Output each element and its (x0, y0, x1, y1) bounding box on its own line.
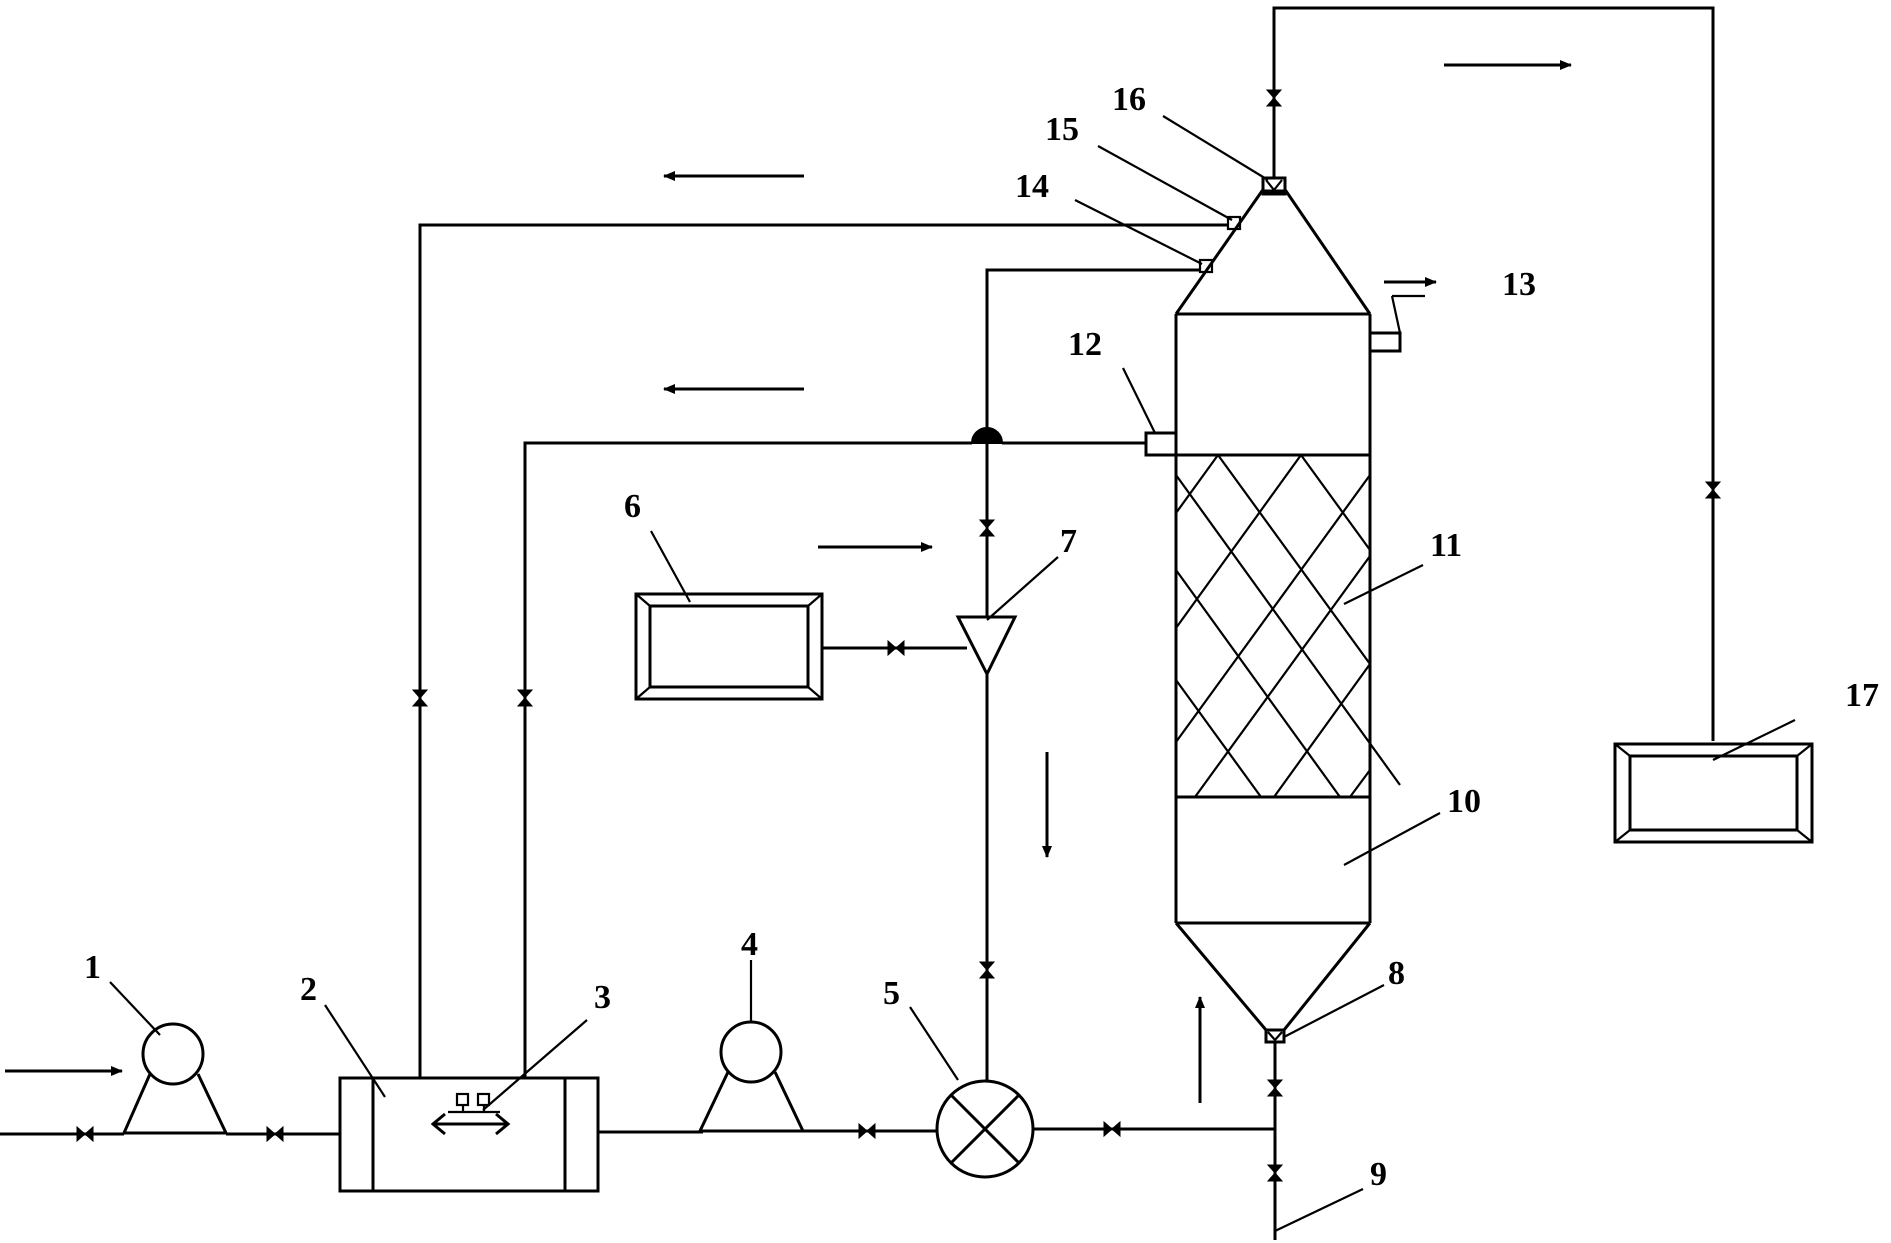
packing-bed-11 (1175, 453, 1401, 798)
inlet-valve-icon (76, 1126, 94, 1142)
label-2: 2 (300, 971, 317, 1008)
valve-mixer-inlet-icon (979, 961, 995, 979)
pipe-return-15-to-tank (418, 223, 1228, 1078)
label-13: 13 (1502, 266, 1536, 303)
label-8: 8 (1388, 955, 1405, 992)
ejector-7 (955, 615, 1018, 678)
label-11: 11 (1430, 527, 1462, 564)
valve-return12-icon (517, 689, 533, 707)
valve-gas-icon (887, 640, 905, 656)
label-5: 5 (883, 975, 900, 1012)
valve-pump1-outlet-icon (266, 1126, 284, 1142)
agitator-3 (430, 1092, 511, 1136)
leader-lines (109, 115, 1796, 1232)
valve-mixer-outlet-icon (1103, 1121, 1121, 1137)
nozzle-14 (1198, 258, 1214, 274)
label-10: 10 (1447, 783, 1481, 820)
collection-tank-17 (1613, 742, 1814, 844)
nozzle-15 (1226, 215, 1242, 231)
pump-4 (697, 1020, 806, 1133)
pipe-top-to-tank17 (1272, 6, 1715, 741)
label-14: 14 (1015, 168, 1049, 205)
pipe-14-to-ejector (985, 268, 1200, 617)
side-outlet-13 (1368, 331, 1402, 353)
label-12: 12 (1068, 326, 1102, 363)
mixing-tank-2 (338, 1076, 600, 1193)
valve-drain-icon (1267, 1164, 1283, 1182)
gas-source-6 (634, 592, 824, 701)
label-7: 7 (1060, 523, 1077, 560)
valve-ejector-inlet-icon (979, 519, 995, 537)
static-mixer-5 (935, 1079, 1035, 1179)
pump-1 (121, 1022, 229, 1135)
label-6: 6 (624, 488, 641, 525)
nozzle-12 (1144, 431, 1178, 457)
valve-return15-icon (412, 689, 428, 707)
pipe-return-12-to-tank (523, 441, 1146, 1078)
label-4: 4 (741, 926, 758, 963)
label-9: 9 (1370, 1156, 1387, 1193)
label-15: 15 (1045, 111, 1079, 148)
valve-top-outlet-icon (1266, 89, 1282, 107)
valve-pump4-outlet-icon (858, 1123, 876, 1139)
valve-tank17-inlet-icon (1705, 481, 1721, 499)
label-16: 16 (1112, 81, 1146, 118)
label-1: 1 (84, 949, 101, 986)
label-3: 3 (594, 979, 611, 1016)
valve-column-inlet-icon (1267, 1079, 1283, 1097)
label-17: 17 (1845, 677, 1879, 714)
